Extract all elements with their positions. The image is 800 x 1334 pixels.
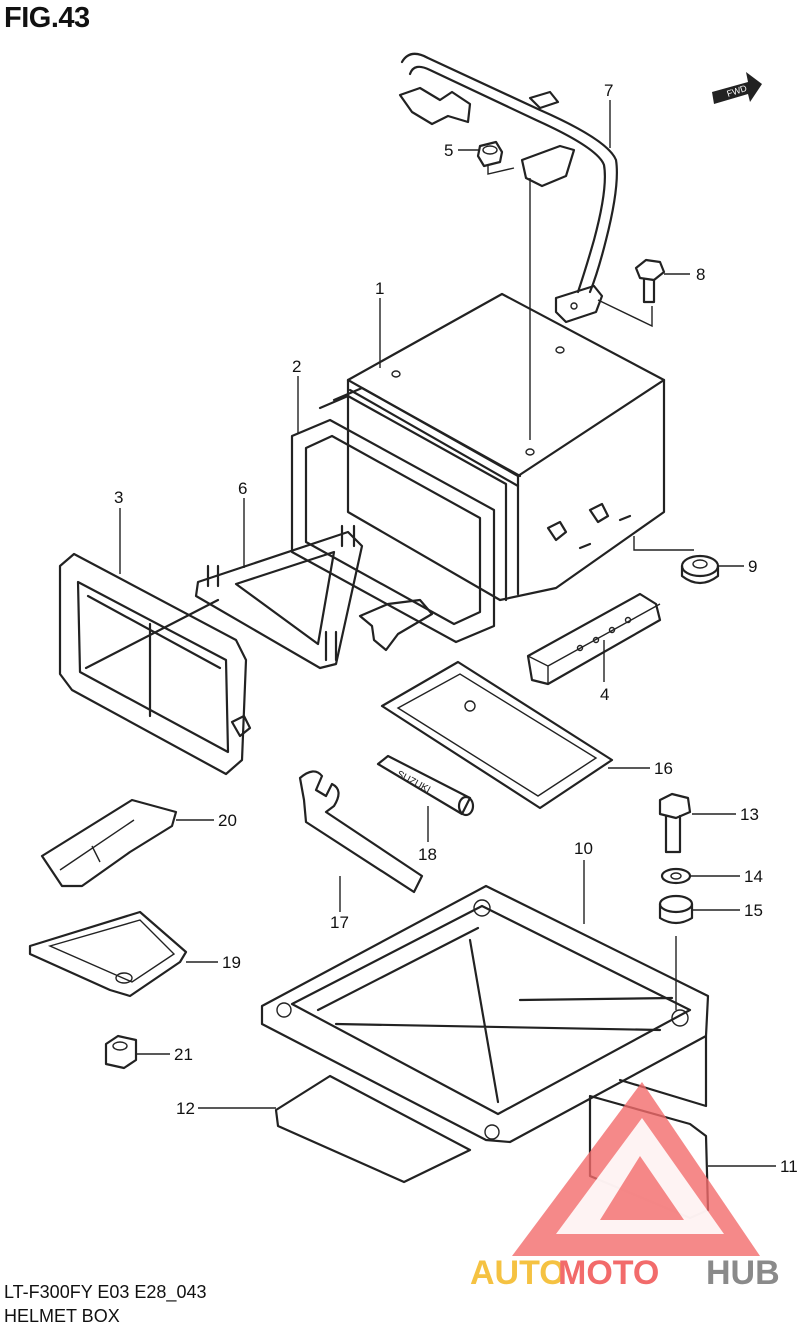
callout-3: 3 (114, 488, 123, 507)
part-4-stay (526, 592, 662, 686)
part-10-base-plate (260, 884, 710, 1144)
watermark-moto: MOTO (558, 1254, 659, 1292)
model-code: LT-F300FY E03 E28_043 (4, 1282, 207, 1302)
callout-13: 13 (740, 805, 759, 824)
callout-5: 5 (444, 141, 453, 160)
part-12-pad (274, 1074, 472, 1184)
fwd-arrow-icon: FWD (712, 72, 762, 104)
part-8-bolt (634, 258, 666, 304)
callout-10: 10 (574, 839, 593, 858)
tool-roll-label: SUZUKI (395, 769, 433, 796)
callout-2: 2 (292, 357, 301, 376)
callout-6: 6 (238, 479, 247, 498)
part-15-cushion (658, 894, 694, 925)
watermark-logo: AUTO MOTO HUB (470, 1082, 780, 1292)
part-16-tool-bag (380, 660, 614, 810)
leader-lines (119, 100, 776, 1167)
part-17-wrench (298, 770, 424, 894)
part-1-helmet-box (346, 292, 666, 602)
part-5-nut (476, 140, 504, 168)
part-9-cushion (680, 554, 720, 585)
callout-19: 19 (222, 953, 241, 972)
part-14-washer (660, 867, 692, 885)
watermark-auto: AUTO (470, 1254, 566, 1292)
callout-4: 4 (600, 685, 609, 704)
dashed-alignment-lines (487, 164, 694, 1010)
part-13-bolt (658, 792, 692, 854)
callout-7: 7 (604, 81, 613, 100)
part-3-lid (58, 552, 252, 776)
callout-17: 17 (330, 913, 349, 932)
part-18-tool-roll: SUZUKI (376, 754, 475, 817)
callout-14: 14 (744, 867, 763, 886)
watermark-hub: HUB (706, 1254, 780, 1292)
callout-1: 1 (375, 279, 384, 298)
part-6-bracket (194, 524, 434, 670)
section-name: HELMET BOX (4, 1306, 120, 1326)
figure-title: FIG.43 (4, 2, 90, 34)
callout-11: 11 (780, 1157, 798, 1176)
callout-21: 21 (174, 1045, 193, 1064)
callout-15: 15 (744, 901, 763, 920)
part-21-nut (104, 1034, 138, 1070)
part-19-plate (28, 910, 188, 998)
callout-12: 12 (176, 1099, 195, 1118)
part-7-carrier-bar (398, 52, 618, 324)
callout-16: 16 (654, 759, 673, 778)
callout-18: 18 (418, 845, 437, 864)
callout-20: 20 (218, 811, 237, 830)
part-20-band (40, 798, 178, 888)
callout-8: 8 (696, 265, 705, 284)
callout-9: 9 (748, 557, 757, 576)
part-2-gasket (290, 386, 522, 644)
callout-numbers: 1 2 3 4 5 6 7 8 9 10 11 12 13 14 15 16 1… (114, 81, 798, 1176)
